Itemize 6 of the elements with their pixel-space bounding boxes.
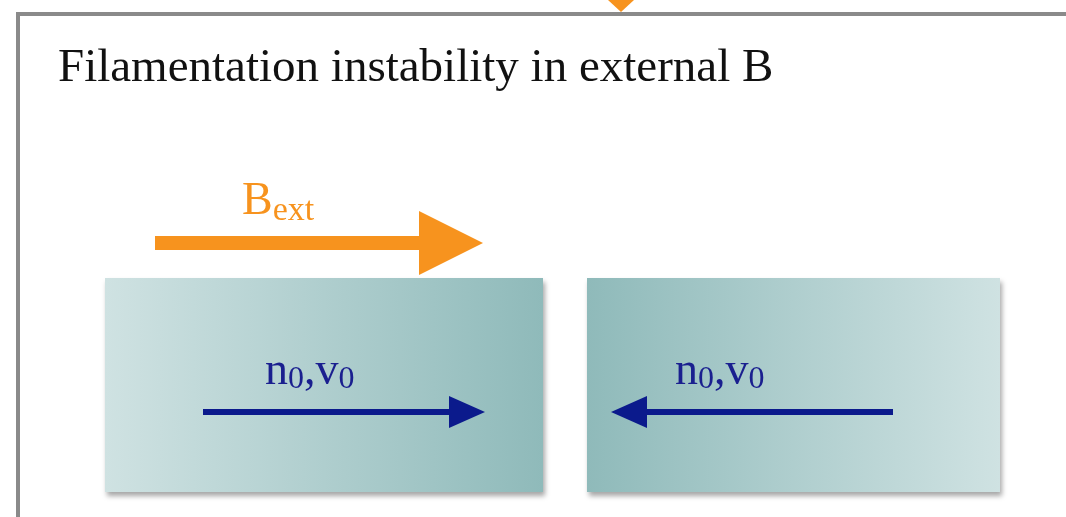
plasma-slab — [105, 278, 543, 492]
density-velocity-label: n$_{0}$,v$_{0}$ — [265, 342, 355, 396]
field-label: B$_{ext}$ — [242, 172, 315, 228]
diagram-title: Filamentation instability in external B — [58, 38, 774, 92]
density-velocity-label: n$_{0}$,v$_{0}$ — [675, 342, 765, 396]
plasma-slab — [587, 278, 1000, 492]
